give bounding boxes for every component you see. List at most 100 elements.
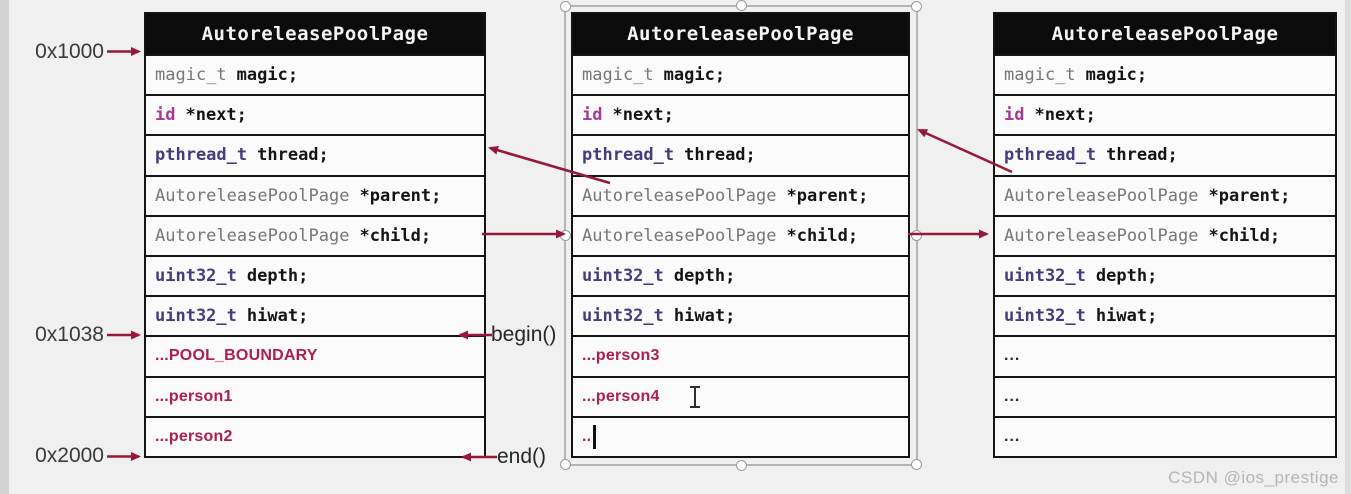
address-label-0x1038[interactable]: 0x1038 — [35, 323, 104, 346]
ellipsis-text: ... — [1004, 427, 1021, 445]
field-name: *child; — [359, 225, 432, 246]
struct-table-2[interactable]: AutoreleasePoolPage magic_t magic; id *nex… — [571, 12, 910, 458]
field-name: magic; — [236, 65, 299, 86]
struct-field-row[interactable]: AutoreleasePoolPage *parent; — [573, 174, 908, 215]
field-type: AutoreleasePoolPage — [582, 225, 777, 246]
field-name: *parent; — [786, 185, 869, 206]
field-name: *parent; — [1208, 185, 1291, 206]
field-type: uint32_t — [582, 266, 664, 287]
empty-slot-row[interactable]: ... — [995, 415, 1335, 456]
struct-field-row[interactable]: pthread_t thread; — [995, 134, 1335, 175]
address-label-0x2000[interactable]: 0x2000 — [35, 444, 104, 467]
struct-table-3[interactable]: AutoreleasePoolPage magic_t magic; id *nex… — [993, 12, 1337, 458]
annotation-text: ...POOL_BOUNDARY — [155, 347, 318, 365]
struct-field-row[interactable]: AutoreleasePoolPage *child; — [995, 214, 1335, 255]
struct-field-row[interactable]: pthread_t thread; — [573, 134, 908, 175]
field-type: pthread_t — [1004, 145, 1097, 166]
struct-field-row[interactable]: uint32_t depth; — [573, 254, 908, 296]
left-edge-strip — [0, 0, 9, 494]
empty-slot-row[interactable]: ... — [995, 335, 1335, 376]
annotation-text: .. — [582, 427, 592, 445]
field-name: magic; — [1085, 65, 1148, 86]
struct-field-row[interactable]: id *next; — [995, 94, 1335, 135]
field-type: magic_t — [1004, 65, 1076, 86]
text-caret — [593, 424, 596, 449]
struct-field-row[interactable]: magic_t magic; — [573, 54, 908, 95]
selection-handle-bottom-left[interactable] — [560, 459, 571, 470]
right-edge-strip — [1345, 0, 1351, 494]
field-name: magic; — [663, 65, 726, 86]
selection-handle-bottom-right[interactable] — [911, 459, 922, 470]
end-marker-label[interactable]: end() — [497, 445, 547, 468]
annotation-text: ...person2 — [155, 427, 233, 445]
ibeam-cursor-icon — [690, 386, 700, 408]
object-row[interactable]: ...person3 — [573, 335, 908, 376]
ellipsis-text: ... — [1004, 347, 1021, 365]
field-name: *child; — [1208, 225, 1281, 246]
begin-marker-label[interactable]: begin() — [491, 323, 557, 346]
field-name: hiwat; — [1095, 306, 1158, 327]
editing-row[interactable]: .. — [573, 415, 908, 456]
field-type: AutoreleasePoolPage — [155, 225, 350, 246]
object-row[interactable]: ...person1 — [146, 375, 484, 416]
table-header: AutoreleasePoolPage — [573, 14, 908, 54]
field-name: depth; — [673, 266, 736, 287]
ellipsis-text: ... — [1004, 387, 1021, 405]
selection-handle-middle-left[interactable] — [560, 230, 571, 241]
empty-slot-row[interactable]: ... — [995, 375, 1335, 416]
field-name: hiwat; — [246, 306, 309, 327]
selection-handle-top-center[interactable] — [736, 0, 747, 11]
annotation-text: ...person4 — [582, 387, 660, 405]
struct-field-row[interactable]: magic_t magic; — [995, 54, 1335, 95]
struct-field-row[interactable]: AutoreleasePoolPage *parent; — [146, 174, 484, 215]
address-label-0x1000[interactable]: 0x1000 — [35, 40, 104, 63]
field-type: AutoreleasePoolPage — [582, 185, 777, 206]
struct-field-row[interactable]: AutoreleasePoolPage *child; — [573, 214, 908, 255]
struct-field-row[interactable]: AutoreleasePoolPage *parent; — [995, 174, 1335, 215]
struct-field-row[interactable]: id *next; — [573, 94, 908, 135]
field-type: AutoreleasePoolPage — [1004, 225, 1199, 246]
struct-field-row[interactable]: uint32_t hiwat; — [146, 295, 484, 336]
struct-field-row[interactable]: uint32_t hiwat; — [573, 295, 908, 336]
field-type: pthread_t — [582, 145, 675, 166]
selection-handle-middle-right[interactable] — [911, 230, 922, 241]
field-type: uint32_t — [155, 266, 237, 287]
object-row[interactable]: ...person4 — [573, 375, 908, 416]
field-name: *next; — [1034, 105, 1096, 126]
selection-handle-bottom-center[interactable] — [736, 460, 747, 471]
table-header: AutoreleasePoolPage — [146, 14, 484, 54]
field-name: thread; — [1106, 145, 1178, 166]
field-type: id — [1004, 105, 1025, 126]
field-type: AutoreleasePoolPage — [155, 185, 350, 206]
field-type: uint32_t — [1004, 266, 1086, 287]
field-type: uint32_t — [155, 306, 237, 327]
field-name: *child; — [786, 225, 859, 246]
annotation-text: ...person1 — [155, 387, 233, 405]
field-type: uint32_t — [582, 306, 664, 327]
field-name: *parent; — [359, 185, 442, 206]
selection-handle-top-right[interactable] — [911, 1, 922, 12]
pool-boundary-row[interactable]: ...POOL_BOUNDARY — [146, 335, 484, 376]
field-name: *next; — [612, 105, 674, 126]
struct-field-row[interactable]: id *next; — [146, 94, 484, 135]
watermark: CSDN @ios_prestige — [1168, 468, 1339, 487]
field-type: id — [582, 105, 603, 126]
field-name: hiwat; — [673, 306, 736, 327]
field-type: magic_t — [582, 65, 654, 86]
field-name: *next; — [185, 105, 247, 126]
struct-field-row[interactable]: AutoreleasePoolPage *child; — [146, 214, 484, 255]
field-type: AutoreleasePoolPage — [1004, 185, 1199, 206]
field-type: pthread_t — [155, 145, 248, 166]
field-type: id — [155, 105, 176, 126]
selection-handle-top-left[interactable] — [560, 1, 571, 12]
table-header: AutoreleasePoolPage — [995, 14, 1335, 54]
annotation-text: ...person3 — [582, 347, 660, 365]
field-name: thread; — [684, 145, 756, 166]
object-row[interactable]: ...person2 — [146, 415, 484, 456]
